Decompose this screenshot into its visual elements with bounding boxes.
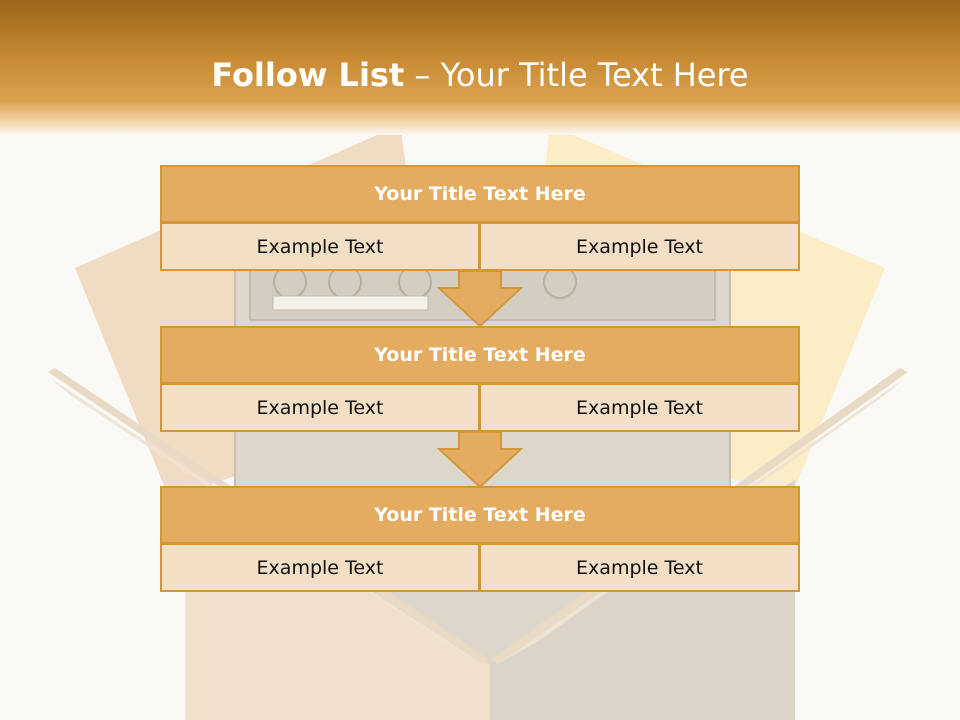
step-card-3: Your Title Text Here Example Text Exampl… xyxy=(160,486,800,592)
header-band xyxy=(0,0,960,135)
step-card-1: Your Title Text Here Example Text Exampl… xyxy=(160,165,800,271)
down-arrow-icon xyxy=(437,270,523,328)
step-card-right-text: Example Text xyxy=(479,543,800,592)
step-card-title: Your Title Text Here xyxy=(160,326,800,384)
step-card-title: Your Title Text Here xyxy=(160,486,800,544)
down-arrow-icon xyxy=(437,431,523,489)
step-card-left-text: Example Text xyxy=(160,383,480,432)
slide-title-bold: Follow List xyxy=(211,56,405,94)
step-card-2: Your Title Text Here Example Text Exampl… xyxy=(160,326,800,432)
step-card-title: Your Title Text Here xyxy=(160,165,800,223)
slide-title: Follow List – Your Title Text Here xyxy=(0,55,960,95)
slide-title-rest: – Your Title Text Here xyxy=(404,56,749,94)
step-card-right-text: Example Text xyxy=(479,222,800,271)
step-card-right-text: Example Text xyxy=(479,383,800,432)
step-card-left-text: Example Text xyxy=(160,222,480,271)
step-card-left-text: Example Text xyxy=(160,543,480,592)
